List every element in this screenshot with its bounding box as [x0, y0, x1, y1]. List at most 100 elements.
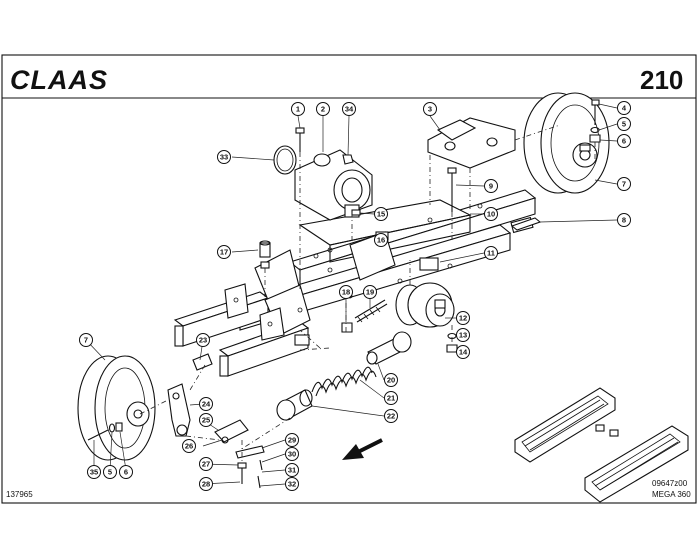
- svg-text:6: 6: [124, 468, 128, 477]
- axle-bolt: [87, 429, 109, 441]
- drawing-frame: [1, 54, 697, 504]
- svg-text:24: 24: [202, 400, 211, 409]
- washer: [237, 462, 247, 469]
- svg-text:12: 12: [459, 314, 467, 323]
- callout-28: 28: [199, 477, 213, 491]
- bushing: [259, 240, 271, 269]
- nut: [446, 344, 458, 353]
- svg-text:2: 2: [321, 105, 325, 114]
- nut: [341, 322, 353, 333]
- svg-text:21: 21: [387, 394, 395, 403]
- svg-text:8: 8: [622, 216, 626, 225]
- callout-31: 31: [285, 463, 299, 477]
- callout-3: 3: [423, 102, 437, 116]
- svg-text:16: 16: [377, 236, 385, 245]
- svg-text:22: 22: [387, 412, 395, 421]
- callout-1: 1: [291, 102, 305, 116]
- callout-25: 25: [199, 413, 213, 427]
- link-plate: [214, 419, 249, 443]
- callout-13: 13: [456, 328, 470, 342]
- callout-34: 34: [342, 102, 356, 116]
- callout-17: 17: [217, 245, 231, 259]
- callout-16: 16: [374, 233, 388, 247]
- callout-27: 27: [199, 457, 213, 471]
- callout-21: 21: [384, 391, 398, 405]
- callout-4: 4: [617, 101, 631, 115]
- callout-2: 2: [316, 102, 330, 116]
- page-number: 210: [640, 65, 683, 95]
- svg-text:15: 15: [377, 210, 385, 219]
- callout-7: 7: [617, 177, 631, 191]
- nut: [342, 154, 354, 165]
- nut: [589, 134, 601, 143]
- svg-text:29: 29: [288, 436, 296, 445]
- svg-text:34: 34: [345, 105, 354, 114]
- drawing-id: 137965: [6, 490, 33, 499]
- tension-rod: [354, 299, 388, 323]
- svg-text:4: 4: [622, 104, 627, 113]
- callout-22: 22: [384, 409, 398, 423]
- svg-text:25: 25: [202, 416, 210, 425]
- callout-5b: 5: [103, 465, 117, 479]
- svg-text:13: 13: [459, 331, 467, 340]
- callout-29: 29: [285, 433, 299, 447]
- svg-text:10: 10: [487, 210, 495, 219]
- track-frame-assembly: [173, 189, 537, 377]
- svg-text:17: 17: [220, 248, 228, 257]
- svg-text:31: 31: [288, 466, 296, 475]
- callout-7b: 7: [79, 333, 93, 347]
- callout-35: 35: [87, 465, 101, 479]
- callout-6: 6: [617, 134, 631, 148]
- svg-text:30: 30: [288, 450, 296, 459]
- svg-text:20: 20: [387, 376, 395, 385]
- svg-text:7: 7: [84, 336, 88, 345]
- svg-text:32: 32: [288, 480, 296, 489]
- reference-code: 09647z00: [652, 479, 688, 488]
- svg-text:33: 33: [220, 153, 228, 162]
- compression-spring: [311, 366, 377, 397]
- spring-pin: [257, 475, 261, 489]
- svg-text:28: 28: [202, 480, 210, 489]
- split-pin: [259, 459, 263, 471]
- support-roller: [395, 282, 455, 328]
- callout-15: 15: [374, 207, 388, 221]
- callout-26: 26: [182, 439, 196, 453]
- svg-text:6: 6: [622, 137, 626, 146]
- callout-20: 20: [384, 373, 398, 387]
- svg-text:26: 26: [185, 442, 193, 451]
- callout-6b: 6: [119, 465, 133, 479]
- callout-12: 12: [456, 311, 470, 325]
- callout-9: 9: [484, 179, 498, 193]
- bolt: [295, 127, 305, 152]
- bolt: [351, 209, 361, 216]
- clip: [192, 353, 213, 371]
- svg-text:5: 5: [108, 468, 112, 477]
- spring-guide: [276, 389, 313, 421]
- svg-text:18: 18: [342, 288, 350, 297]
- callout-33: 33: [217, 150, 231, 164]
- svg-text:3: 3: [428, 105, 432, 114]
- svg-text:19: 19: [366, 288, 374, 297]
- brand-logo: CLAAS: [10, 65, 108, 95]
- svg-text:1: 1: [296, 105, 300, 114]
- idler-wheel-rear: [523, 92, 610, 194]
- svg-text:14: 14: [459, 348, 468, 357]
- svg-text:7: 7: [622, 180, 626, 189]
- mounting-bracket: [427, 117, 516, 169]
- callout-19: 19: [363, 285, 377, 299]
- callout-24: 24: [199, 397, 213, 411]
- svg-text:23: 23: [199, 336, 207, 345]
- inset-track-units: [514, 387, 689, 503]
- callout-30: 30: [285, 447, 299, 461]
- tensioner-piston: [366, 331, 412, 365]
- travel-direction-arrow: [342, 438, 383, 460]
- callout-10: 10: [484, 207, 498, 221]
- callout-18: 18: [339, 285, 353, 299]
- model-name: MEGA 360: [652, 490, 691, 499]
- svg-text:27: 27: [202, 460, 210, 469]
- callout-23: 23: [196, 333, 210, 347]
- bearing-housing: [294, 149, 373, 221]
- callout-11: 11: [484, 246, 498, 260]
